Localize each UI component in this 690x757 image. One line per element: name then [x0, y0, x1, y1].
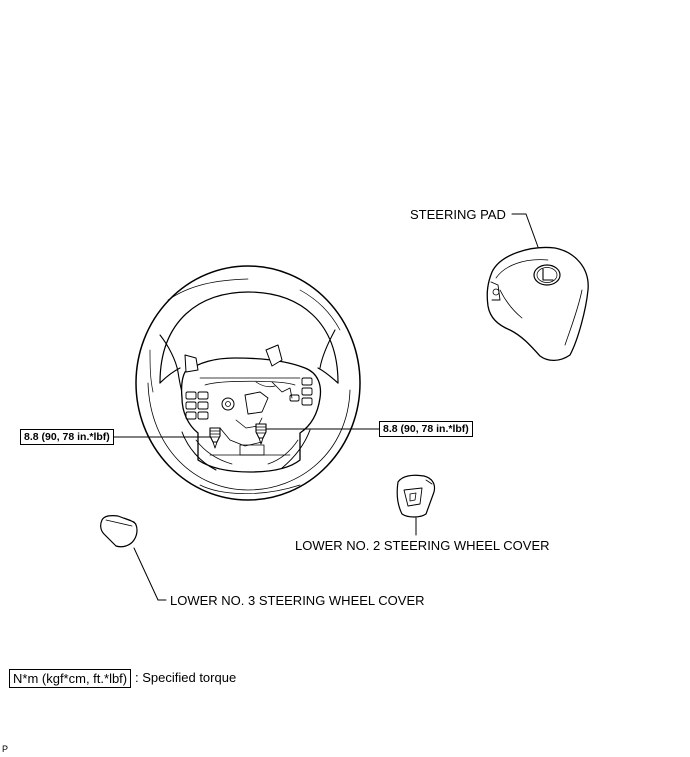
torque-legend-description: : Specified torque — [135, 670, 237, 685]
corner-code: P — [2, 744, 9, 754]
steering-wheel — [135, 265, 361, 501]
torque-unit-legend-box: N*m (kgf*cm, ft.*lbf) — [9, 669, 132, 688]
torque-spec-left: 8.8 (90, 78 in.*lbf) — [20, 429, 114, 445]
steering-pad-label: STEERING PAD — [410, 207, 506, 222]
screw-left — [209, 427, 221, 449]
steering-pad — [486, 246, 589, 362]
lower-no3-cover-label: LOWER NO. 3 STEERING WHEEL COVER — [170, 593, 425, 608]
lower-no2-cover-label: LOWER NO. 2 STEERING WHEEL COVER — [295, 538, 550, 553]
lower-no2-cover — [396, 474, 436, 518]
lower-no3-cover — [100, 515, 138, 548]
torque-spec-right: 8.8 (90, 78 in.*lbf) — [379, 421, 473, 437]
screw-right — [255, 423, 267, 445]
